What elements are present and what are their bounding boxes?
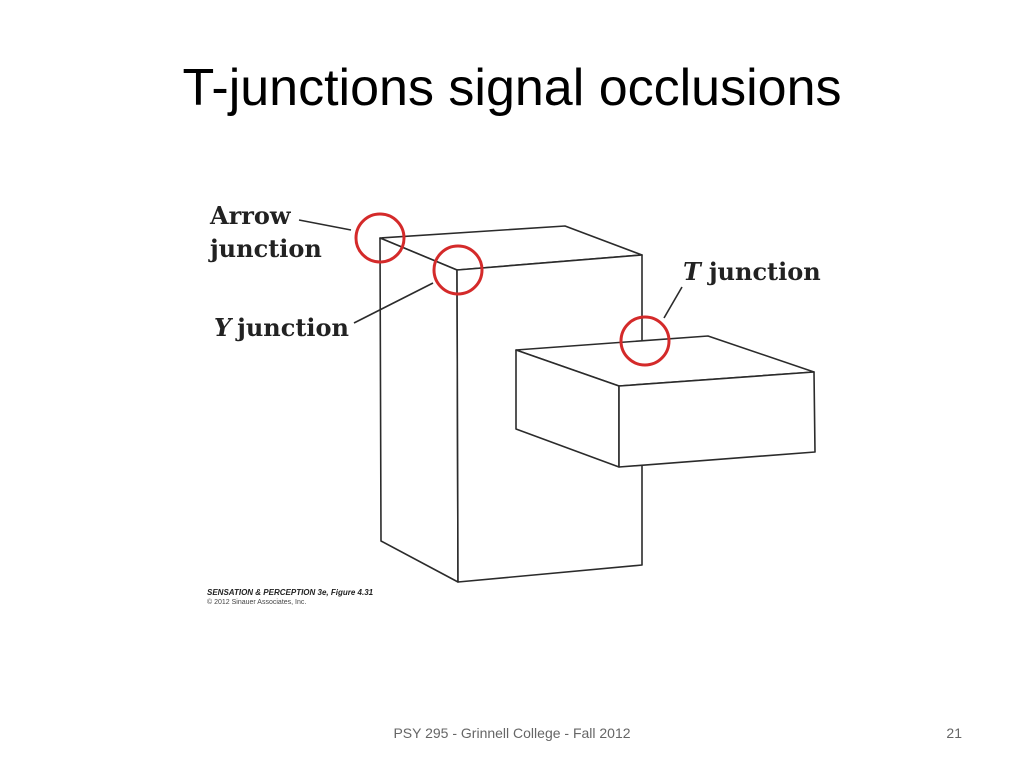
y-junction-circle [432,244,484,296]
junction-circles [354,212,671,367]
t-leader-line [663,286,683,319]
figure-caption-source: SENSATION & PERCEPTION 3e, Figure 4.31 [207,588,374,597]
slide-title: T-junctions signal occlusions [182,59,842,117]
y-leader-line [353,282,434,324]
arrow-leader-line [298,219,352,231]
leader-lines [298,219,683,324]
y-junction-letter: Y [214,313,234,342]
t-junction-word: junction [707,257,821,286]
figure-caption-copyright: © 2012 Sinauer Associates, Inc. [207,598,306,606]
flat-box-front-face [618,371,816,468]
arrow-junction-label-line2: junction [208,234,322,263]
arrow-junction-label-line1: Arrow [209,201,292,230]
footer-page-number: 21 [946,725,962,741]
arrow-junction-circle [354,212,406,264]
flat-box [515,335,816,468]
y-junction-word: junction [235,313,349,342]
footer-course: PSY 295 - Grinnell College - Fall 2012 [393,725,631,741]
t-junction-letter: T [683,257,703,286]
t-junction-circle [619,315,671,367]
